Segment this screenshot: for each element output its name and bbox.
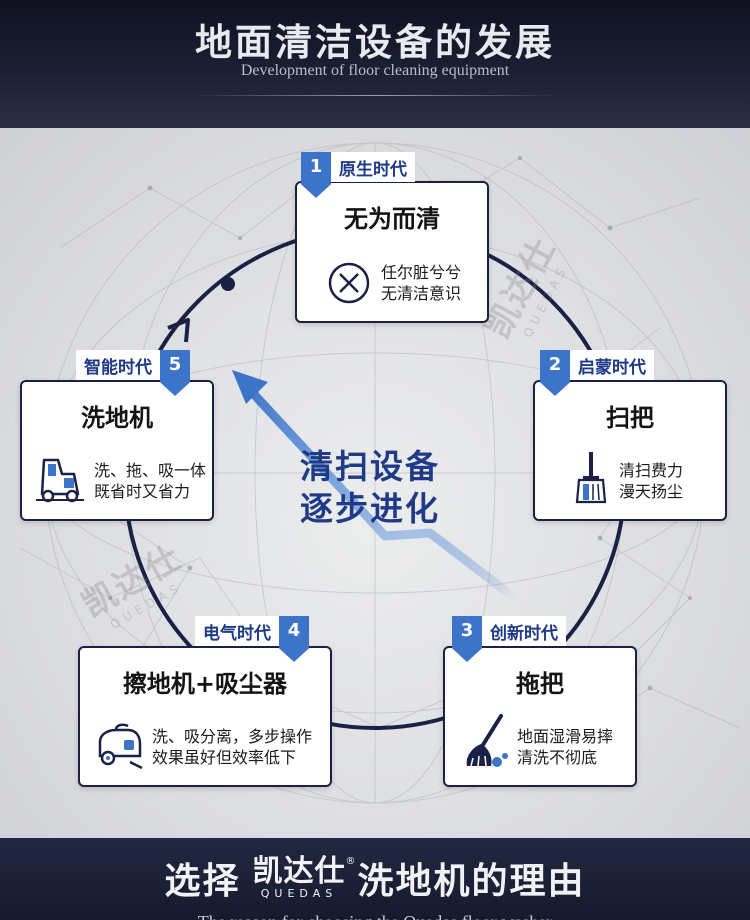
footer-text-pre: 选择 — [164, 861, 241, 902]
stage-card-1: 无为而清 任尔脏兮兮无清洁意识 — [295, 181, 489, 323]
stage-title: 拖把 — [516, 670, 564, 698]
progress-arrow — [246, 386, 518, 602]
stage-description: 任尔脏兮兮无清洁意识 — [381, 263, 462, 303]
stage-era: 智能时代 — [84, 357, 152, 378]
stage-tag-1: 1 原生时代 — [301, 152, 415, 198]
center-caption: 清扫设备 逐步进化 — [300, 447, 440, 528]
stage-description: 地面湿滑易摔清洗不彻底 — [517, 727, 614, 767]
stage-era: 原生时代 — [339, 159, 407, 180]
page-subtitle: Development of floor cleaning equipment — [240, 62, 510, 79]
scrubber-icon — [36, 458, 84, 503]
stage-tag-2: 2 启蒙时代 — [540, 350, 654, 396]
stage-title: 擦地机+吸尘器 — [122, 670, 288, 698]
stage-era: 创新时代 — [490, 623, 558, 644]
stage-card-2: 扫把 清扫费力漫天扬尘 — [533, 380, 727, 521]
stage-card-3: 拖把 地面湿滑易摔清洗不彻底 — [443, 646, 637, 787]
stage-title: 扫把 — [606, 404, 654, 432]
vacuum-icon — [98, 723, 143, 770]
stage-title: 无为而清 — [344, 205, 440, 233]
progress-arrowhead — [232, 370, 268, 404]
ring-start-dot — [221, 277, 235, 291]
stage-card-5: 洗地机 洗、拖、吸一体既省时又省力 — [20, 380, 214, 521]
page-title: 地面清洁设备的发展 — [195, 21, 555, 64]
stage-tag-4: 4 电气时代 — [195, 616, 309, 662]
footer-subtitle: The reason for choosing the Quedas floor… — [0, 912, 750, 920]
footer-text-post: 洗地机的理由 — [357, 861, 586, 902]
header-divider — [190, 95, 560, 96]
stage-era: 电气时代 — [203, 623, 271, 644]
ring-arrowhead — [167, 318, 190, 343]
stage-era: 启蒙时代 — [578, 357, 646, 378]
header: 地面清洁设备的发展 Development of floor cleaning … — [0, 0, 750, 128]
stage-description: 清扫费力漫天扬尘 — [619, 461, 684, 501]
stage-description: 洗、拖、吸一体既省时又省力 — [94, 461, 207, 501]
broom-icon — [575, 452, 607, 504]
stage-title: 洗地机 — [81, 404, 153, 432]
mop-icon — [466, 714, 508, 767]
stage-card-4: 擦地机+吸尘器 洗、吸分离，多步操作效果虽好但效率低下 — [78, 646, 332, 787]
footer-banner: 选择 凯达仕 QUEDAS ® 洗地机的理由 The reason for ch… — [0, 838, 750, 920]
stage-tag-3: 3 创新时代 — [452, 616, 566, 662]
brand-logo: 凯达仕 QUEDAS ® — [252, 854, 356, 900]
x-circle-icon — [328, 262, 370, 304]
footer-headline: 选择 凯达仕 QUEDAS ® 洗地机的理由 — [0, 852, 750, 904]
stage-number: 4 — [279, 616, 309, 662]
stage-description: 洗、吸分离，多步操作效果虽好但效率低下 — [152, 727, 313, 767]
stage-tag-5: 5 智能时代 — [76, 350, 190, 396]
evolution-diagram: 凯达仕 QUEDAS 凯达仕 QUEDAS 清扫设备 逐步进化 无为而清 任尔脏… — [0, 128, 750, 838]
